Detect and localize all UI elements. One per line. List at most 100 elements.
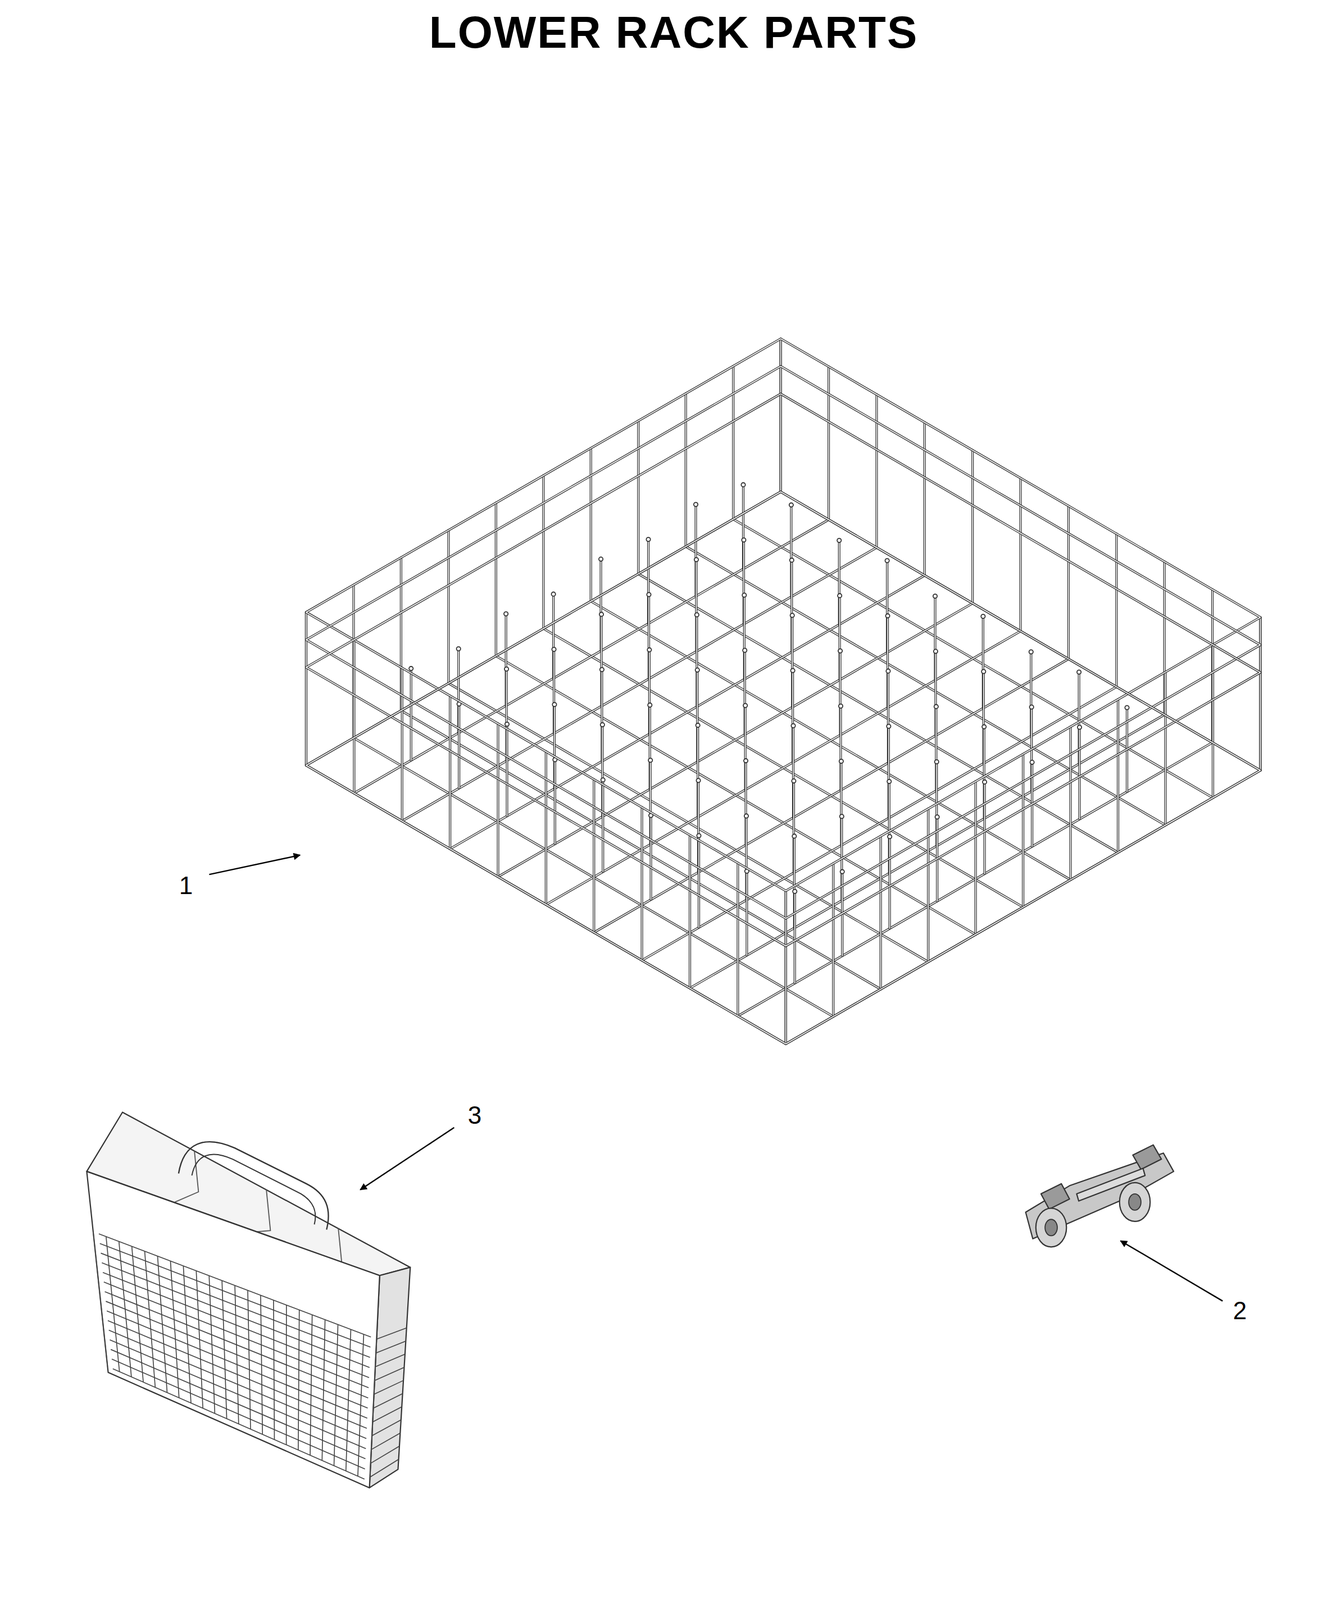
tine-tip — [837, 593, 842, 598]
basket-front — [86, 1171, 380, 1489]
tine-tip — [933, 594, 938, 599]
rack-wire-core — [737, 863, 739, 1017]
rack-wire-core — [306, 366, 1261, 919]
rack-wire-core — [402, 547, 877, 822]
rack-wire-core — [698, 835, 700, 929]
tine-tip — [601, 778, 606, 783]
tine-tip — [839, 814, 844, 819]
tine-tip — [789, 558, 794, 563]
tine-tip — [599, 667, 604, 672]
tine-tip — [789, 502, 794, 507]
rack-wire — [983, 782, 986, 875]
rack-wire — [779, 338, 783, 493]
rack-wire — [601, 780, 604, 873]
rack-wire-core — [1165, 672, 1167, 826]
rack-wire-core — [353, 640, 356, 794]
rack-wire — [592, 779, 595, 934]
basket-grid — [376, 1328, 407, 1340]
rack-wire — [827, 366, 830, 521]
rack-wire-core — [1116, 533, 1118, 688]
tine-tip — [598, 557, 603, 562]
rack-wire-core — [590, 448, 592, 602]
rack-wire — [306, 338, 1261, 892]
rack-wire-core — [785, 891, 787, 1045]
rack-wire-core — [497, 724, 499, 878]
roller-hub — [1128, 1194, 1142, 1211]
roller-clip — [1132, 1145, 1162, 1171]
callout-holder: 3 — [467, 1101, 482, 1130]
rack-wire — [1258, 617, 1262, 771]
rack-wire — [737, 742, 1213, 1017]
rack-wire — [784, 891, 788, 1045]
rack-wire-core — [543, 475, 545, 630]
rack-wire-core — [689, 715, 1165, 989]
tine-tip — [885, 614, 890, 618]
tine-tip — [552, 702, 557, 707]
rack-wire-core — [449, 575, 925, 850]
rack-wire — [888, 837, 892, 930]
tine-tip — [694, 557, 699, 562]
tine-tip — [1124, 705, 1129, 710]
rack-wire-core — [495, 502, 497, 657]
rack-wire-core — [832, 864, 834, 1018]
rack-wire-core — [794, 891, 796, 984]
rack-wire-core — [458, 704, 460, 789]
rack-wire — [410, 668, 413, 761]
tine-tip — [980, 614, 985, 619]
tine-tip — [695, 667, 700, 672]
rack-wire-core — [685, 393, 687, 548]
tine-tip — [743, 703, 748, 708]
tine-tip — [504, 667, 509, 672]
roller-wheel — [1119, 1183, 1150, 1222]
basket-grid — [375, 1354, 406, 1367]
rack-wire-core — [780, 338, 782, 493]
basket-grid — [371, 1420, 402, 1436]
tine-tip — [982, 780, 987, 785]
rack-wire — [1211, 644, 1215, 799]
rack-wire-core — [880, 836, 882, 990]
rack-wire-core — [785, 891, 787, 1045]
rack-wire — [684, 393, 688, 548]
rack-wire — [923, 422, 926, 576]
roller-clip — [1041, 1184, 1070, 1210]
rack-wire — [448, 696, 452, 850]
rack-wire — [1116, 699, 1120, 853]
rack-wire — [784, 891, 788, 1045]
rack-wire-core — [650, 815, 652, 900]
rack-wire — [305, 612, 308, 766]
tine-tip — [933, 649, 938, 654]
tine-tip — [456, 647, 461, 652]
rack-wire — [745, 871, 748, 956]
tine-tip — [693, 502, 698, 507]
rack-wire-core — [1260, 617, 1262, 771]
rack-wire — [306, 492, 1261, 1045]
rack-wire — [542, 475, 545, 630]
rack-wire-core — [1067, 506, 1070, 660]
tine-tip — [1029, 760, 1034, 765]
tine-tip — [837, 538, 842, 543]
tine-tip — [1029, 705, 1034, 709]
rack-wire — [505, 724, 508, 817]
tine-tip — [792, 889, 797, 894]
callout-number: 3 — [467, 1101, 482, 1130]
basket-grid — [111, 1359, 366, 1470]
rack-wire — [401, 667, 404, 822]
rack-wire-core — [506, 724, 508, 817]
tine-tip — [838, 704, 843, 709]
rack-wire-core — [1079, 727, 1081, 820]
rack-wire-core — [602, 780, 604, 873]
rack-wire-core — [876, 394, 878, 548]
tine-tip — [503, 611, 508, 616]
tine-tip — [648, 758, 653, 763]
tine-tip — [743, 758, 748, 763]
rack-wire-core — [545, 751, 547, 906]
tine-tip — [647, 703, 652, 708]
lower-rack — [306, 338, 1261, 1045]
rack-wire-core — [984, 782, 986, 875]
leader-line — [208, 855, 300, 876]
basket-grid — [98, 1234, 371, 1338]
tine-tip — [408, 666, 413, 671]
tine-tip — [646, 592, 651, 597]
rack-wire — [1019, 478, 1022, 632]
rack-wire-core — [1212, 644, 1214, 799]
